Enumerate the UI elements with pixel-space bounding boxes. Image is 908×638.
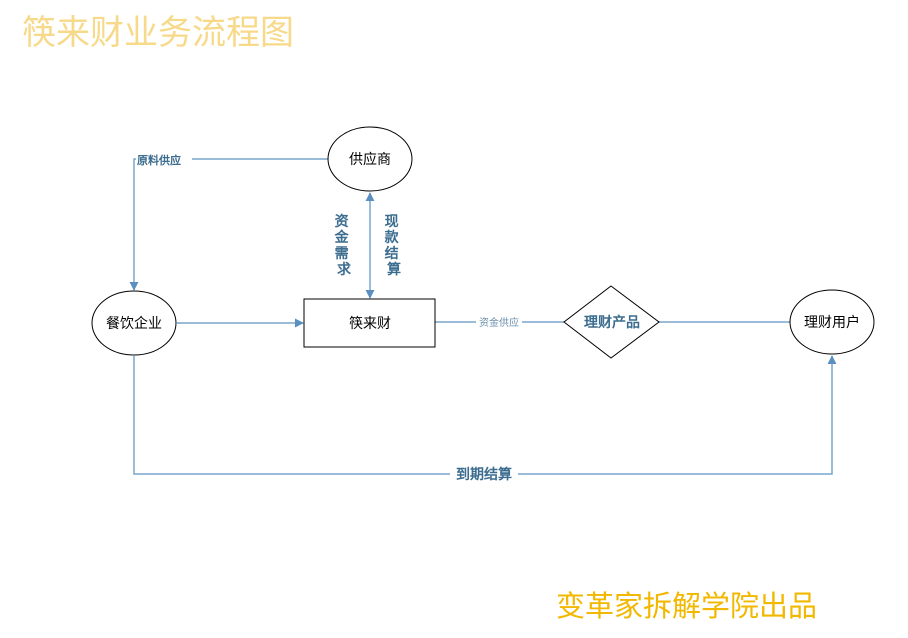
edge-label-fund-supply: 资金供应 xyxy=(479,316,519,329)
edge-label-cash-settlement: 现 款 结 算 xyxy=(385,214,404,278)
node-wealth-product xyxy=(563,285,660,359)
node-supplier-label: 供应商 xyxy=(349,151,391,168)
edge-label-maturity-settlement: 到期结算 xyxy=(456,466,512,483)
diagram-title: 筷来财业务流程图 xyxy=(22,13,294,53)
node-kuailaicai xyxy=(303,298,436,348)
node-wealth-user-label: 理财用户 xyxy=(804,314,860,331)
edge-label-bg xyxy=(450,464,518,484)
node-restaurant xyxy=(91,290,177,356)
edge-raw-supply xyxy=(129,158,328,291)
edge-label-raw-supply: 原料供应 xyxy=(137,153,181,167)
node-wealth-product-label: 理财产品 xyxy=(584,314,640,331)
node-kuailaicai-label: 筷来财 xyxy=(349,315,391,332)
node-supplier xyxy=(327,126,413,192)
node-wealth-user xyxy=(789,289,875,355)
node-restaurant-label: 餐饮企业 xyxy=(106,315,162,332)
edge-label-fund-demand: 资 金 需 求 xyxy=(334,213,354,278)
edge-label-bg xyxy=(136,151,192,167)
edge-maturity-settlement xyxy=(133,355,837,475)
credit-text: 变革家拆解学院出品 xyxy=(556,589,817,623)
edge-label-bg xyxy=(476,315,522,329)
